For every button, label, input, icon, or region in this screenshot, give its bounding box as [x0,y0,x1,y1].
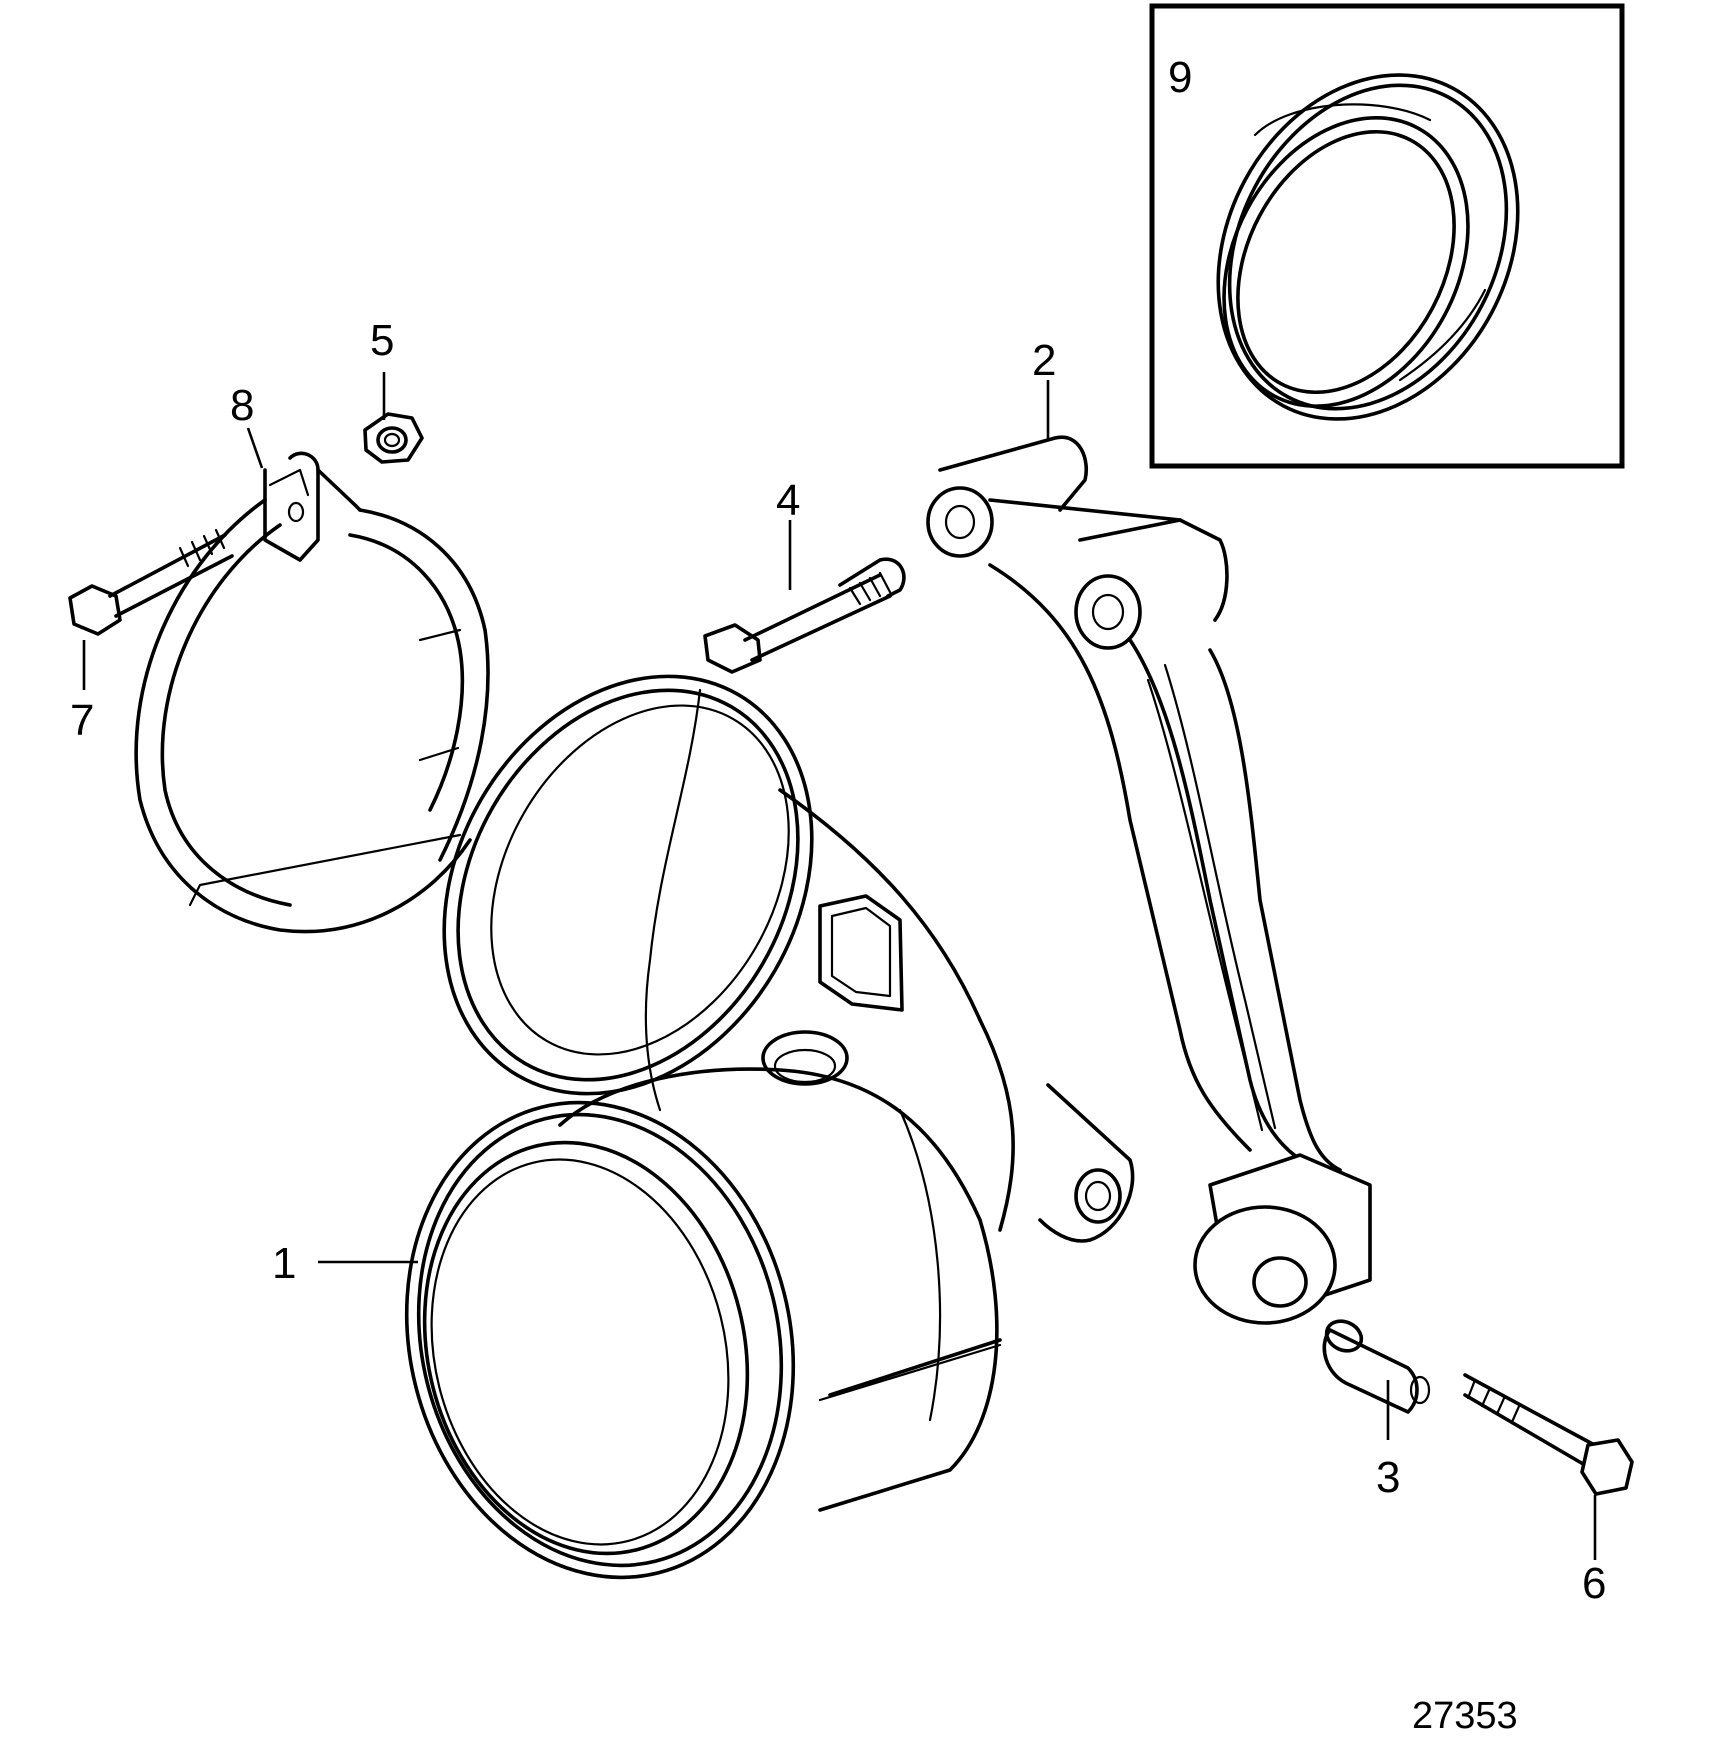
part-1-housing [404,674,1135,1580]
part-5-nut [363,412,424,464]
part-9-seal-ring [1216,73,1520,421]
part-4-bolt [703,557,906,674]
part-2-bracket [926,435,1372,1325]
callout-2: 2 [1032,336,1056,385]
callout-3: 3 [1376,1453,1400,1502]
reference-number: 27353 [1412,1695,1518,1737]
part-3-spacer [1322,1319,1431,1414]
callout-9: 9 [1168,53,1192,102]
callout-5: 5 [370,316,394,365]
callout-4: 4 [776,476,800,525]
inset-box [1149,3,1625,469]
callout-1: 1 [272,1239,296,1288]
callout-7: 7 [70,696,94,745]
callouts: 1 2 3 4 5 6 7 8 9 [70,53,1606,1608]
callout-8: 8 [230,381,254,430]
part-6-bolt [1463,1373,1634,1496]
callout-6: 6 [1582,1559,1606,1608]
part-7-bolt [68,528,234,636]
part-8-clamp [134,451,490,934]
leader-lines [82,372,1597,1560]
